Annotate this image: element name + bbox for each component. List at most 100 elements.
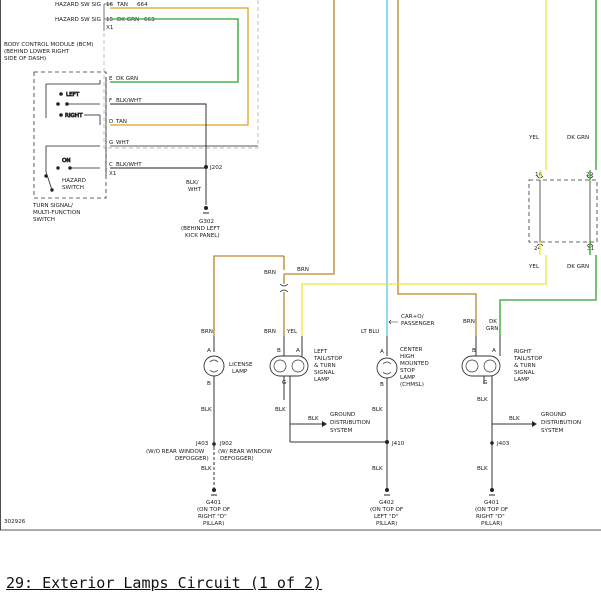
bcm-row2-circuit: 663 [144, 17, 155, 23]
wo-defogger-1: (W/O REAR WINDOW [146, 449, 205, 455]
splice-j410: J410 [391, 441, 405, 447]
splice-j202: J202 [209, 165, 222, 171]
bcm-row1-name: HAZARD SW SIG [55, 2, 101, 8]
sw-on: ON [62, 158, 71, 164]
sw-pin-f: F [109, 98, 112, 104]
blk-chmsl-low: BLK [372, 466, 383, 472]
conn-pin-16: 16 [535, 172, 543, 178]
label-ltblu: LT BLU [361, 329, 379, 335]
license-pin-b: B [207, 381, 211, 387]
splice-j403-right: J403 [496, 441, 510, 447]
blk-left-lamp: BLK [275, 407, 286, 413]
bcm-row2-pin: 15 [106, 17, 114, 23]
sw-wire-f: BLK/WHT [116, 98, 142, 104]
bcm-row1-color: TAN [116, 2, 128, 8]
figure-caption: 29: Exterior Lamps Circuit (1 of 2) [6, 574, 323, 592]
bcm-label-3: SIDE OF DASH) [4, 56, 46, 62]
splice-j902: J902 [219, 441, 232, 447]
turn-signal-switch: E DK GRN F BLK/WHT D TAN G WHT C BLK/WHT… [32, 71, 142, 223]
g402-1: G402 [379, 500, 394, 506]
right-tail-lamp: B A G RIGHT TAIL/STOP & TURN SIGNAL LAMP [461, 336, 543, 490]
blk-wht-2: WHT [188, 187, 202, 193]
blk-right-low: BLK [477, 466, 488, 472]
bcm-label-2: (BEHIND LOWER RIGHT [4, 49, 70, 55]
right-connector: YEL DK GRN 16 29 24 31 YEL DK GRN [528, 135, 598, 270]
sw-label-1: TURN SIGNAL/ [32, 203, 73, 209]
gnd-right-1: GROUND [541, 412, 566, 418]
right-label-1: RIGHT [514, 349, 532, 355]
blk-wht-1: BLK/ [186, 180, 199, 186]
right-label-4: SIGNAL [514, 370, 536, 376]
wire-dkgrn-right [499, 0, 597, 336]
sw-connector: X1 [109, 171, 117, 177]
blk-license-low: BLK [201, 466, 212, 472]
sw-pin-e: E [109, 76, 113, 82]
main-wires [213, 0, 597, 336]
gnd-left-2: DISTRIBUTION [330, 420, 370, 426]
conn-yel-label-bot: YEL [528, 264, 540, 270]
g401b-1: G401 [484, 500, 499, 506]
diagram-frame [0, 0, 601, 531]
g401-1: G401 [206, 500, 221, 506]
blk-labels: BLK BLK BLK BLK BLK BLK BLK [201, 397, 488, 472]
wire-dkgrn [110, 18, 239, 83]
w-defogger-2: DEFOGGER) [220, 456, 254, 462]
sw-wire-g: WHT [116, 140, 130, 146]
bcm-wires [110, 7, 249, 126]
left-label-5: LAMP [314, 377, 330, 383]
sw-label-2: MULTI-FUNCTION [33, 210, 80, 216]
right-pin-a: A [492, 348, 496, 354]
right-label-3: & TURN [514, 363, 536, 369]
right-pin-b: B [472, 348, 476, 354]
splice-j403: J403 [195, 441, 209, 447]
gnd-left-3: SYSTEM [330, 428, 352, 434]
left-label-2: TAIL/STOP [313, 356, 343, 362]
left-label-4: SIGNAL [314, 370, 336, 376]
bcm-row1-circuit: 664 [137, 2, 148, 8]
right-pin-g: G [483, 380, 487, 386]
chmsl-label-6: (CHMSL) [400, 382, 424, 388]
ground-distribution: GROUND DISTRIBUTION SYSTEM BLK GROUND DI… [290, 412, 581, 434]
license-lamp: A B LICENSE LAMP [203, 336, 253, 447]
left-tail-lamp: B A G LEFT TAIL/STOP & TURN SIGNAL LAMP [269, 336, 387, 443]
blk-chmsl: BLK [372, 407, 383, 413]
g302-1: G302 [199, 219, 214, 225]
wire-brn-right [397, 0, 477, 336]
label-brn-5: BRN [463, 319, 475, 325]
blk-right-lamp: BLK [477, 397, 488, 403]
sw-wire-e: DK GRN [116, 76, 138, 82]
g401b-3: RIGHT "D" [476, 514, 505, 520]
ground-g302-circuit: J202 BLK/ WHT G302 (BEHIND LEFT KICK PAN… [110, 103, 258, 239]
sw-pin-d: D [109, 119, 113, 125]
wire-brn-license [213, 255, 284, 336]
right-label-5: LAMP [514, 377, 530, 383]
conn-pin-24: 24 [534, 246, 542, 252]
sw-pin-g: G [109, 140, 113, 146]
conn-yel-label-top: YEL [528, 135, 540, 141]
license-pin-a: A [207, 348, 211, 354]
sw-wire-c: BLK/WHT [116, 162, 142, 168]
bcm-row2-color: DK GRN [117, 17, 139, 23]
g302-3: KICK PANEL) [185, 233, 220, 239]
g401b-4: PILLAR) [481, 521, 502, 527]
chmsl-label-3: MOUNTED [400, 361, 429, 367]
wire-labels: BRN BRN BRN BRN YEL LT BLU BRN DK GRN CA… [201, 267, 498, 335]
left-label-3: & TURN [314, 363, 336, 369]
g401-3: RIGHT "D" [198, 514, 227, 520]
chmsl-label-5: LAMP [400, 375, 416, 381]
g402-3: LEFT "D" [374, 514, 399, 520]
conn-dkgrn-label-bot: DK GRN [567, 264, 589, 270]
conn-dkgrn-label-top: DK GRN [567, 135, 589, 141]
label-brn-2: BRN [297, 267, 309, 273]
chmsl-label-1: CENTER [400, 347, 423, 353]
bcm-module: HAZARD SW SIG HAZARD SW SIG 16 TAN 664 1… [4, 0, 259, 149]
gnd-right-2: DISTRIBUTION [541, 420, 581, 426]
g302-2: (BEHIND LEFT [181, 226, 220, 232]
g401-2: (ON TOP OF [197, 507, 230, 513]
chmsl-label-2: HIGH [400, 354, 414, 360]
ground-points: G401 (ON TOP OF RIGHT "D" PILLAR) G402 (… [197, 488, 508, 527]
license-label-1: LICENSE [229, 362, 253, 368]
license-label-2: LAMP [232, 369, 248, 375]
gnd-right-3: SYSTEM [541, 428, 563, 434]
